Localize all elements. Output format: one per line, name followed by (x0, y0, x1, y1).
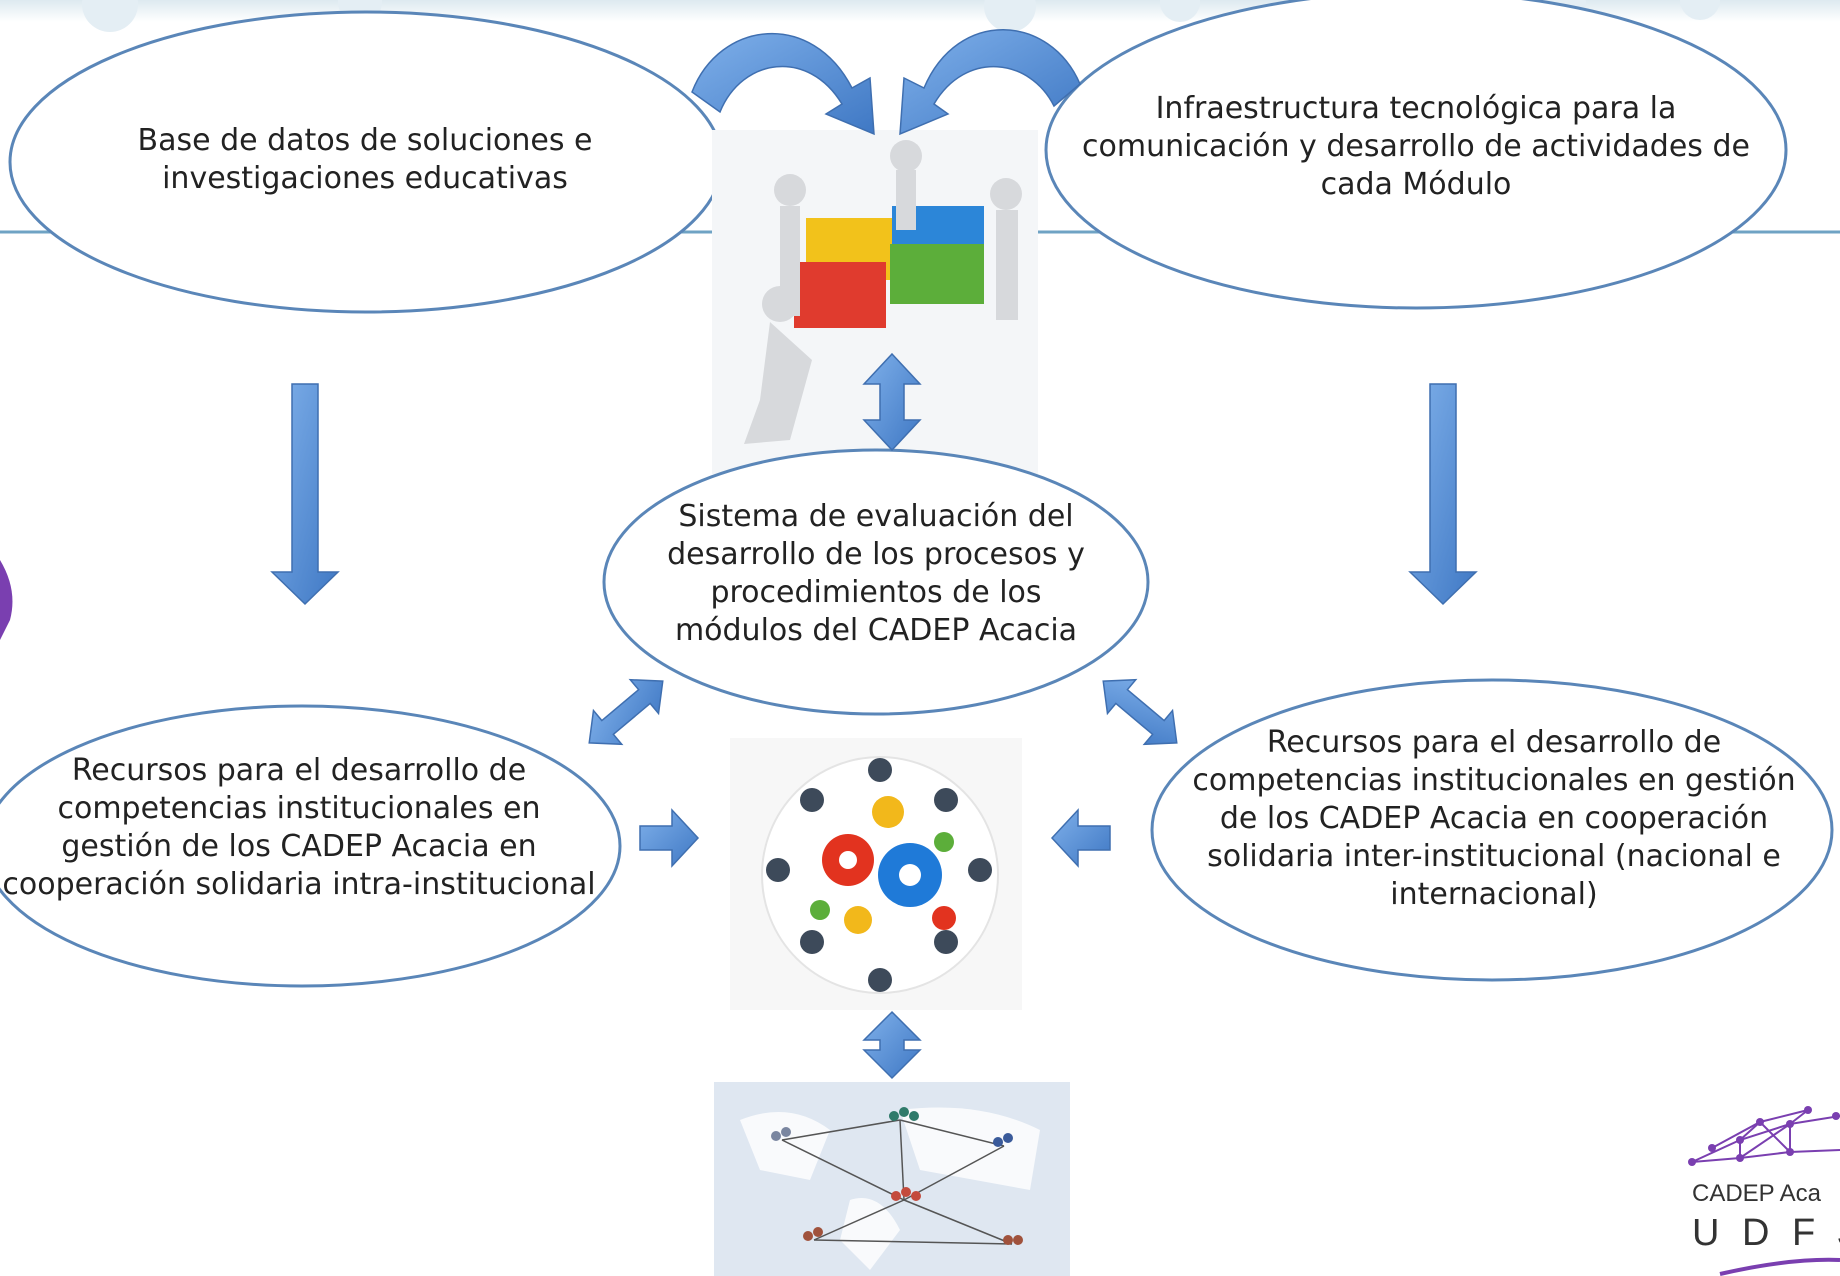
node-intra-label: Recursos para el desarrollo de competenc… (2, 753, 596, 902)
node-database-label: Base de datos de soluciones e investigac… (137, 123, 593, 196)
arrow-inter-to-gears (1050, 808, 1111, 868)
logo-caption-line2: U D F J (1692, 1212, 1840, 1254)
node-infrastructure-ellipse (1044, 0, 1788, 310)
gears-image (730, 738, 1022, 1010)
node-inter-ellipse (1150, 678, 1834, 982)
node-evaluation-ellipse (602, 448, 1150, 716)
curved-arrow-left (691, 32, 875, 136)
arrow-infrastructure-to-inter (1408, 383, 1478, 606)
node-infrastructure-label: Infraestructura tecnológica para la comu… (1082, 91, 1750, 202)
left-edge-decoration (0, 560, 13, 640)
arrow-gears-network (862, 1010, 922, 1080)
logo-network-nodes (1688, 1106, 1840, 1166)
puzzle-image (712, 130, 1038, 474)
arrow-intra-to-gears (639, 808, 700, 868)
arrow-puzzle-evaluation (862, 352, 922, 452)
curved-arrow-right (899, 29, 1081, 136)
node-inter-label: Recursos para el desarrollo de competenc… (1192, 725, 1796, 912)
arrow-evaluation-intra (588, 678, 664, 746)
logo-underline (1719, 1257, 1840, 1276)
node-intra-ellipse (0, 704, 622, 988)
arrow-evaluation-inter (1102, 678, 1178, 746)
network-image (714, 1082, 1070, 1276)
node-evaluation-label: Sistema de evaluación del desarrollo de … (667, 499, 1085, 648)
logo-caption-line1: CADEP Aca (1692, 1180, 1821, 1207)
arrow-database-to-intra (270, 383, 340, 606)
logo-network-icon (1691, 1109, 1840, 1163)
